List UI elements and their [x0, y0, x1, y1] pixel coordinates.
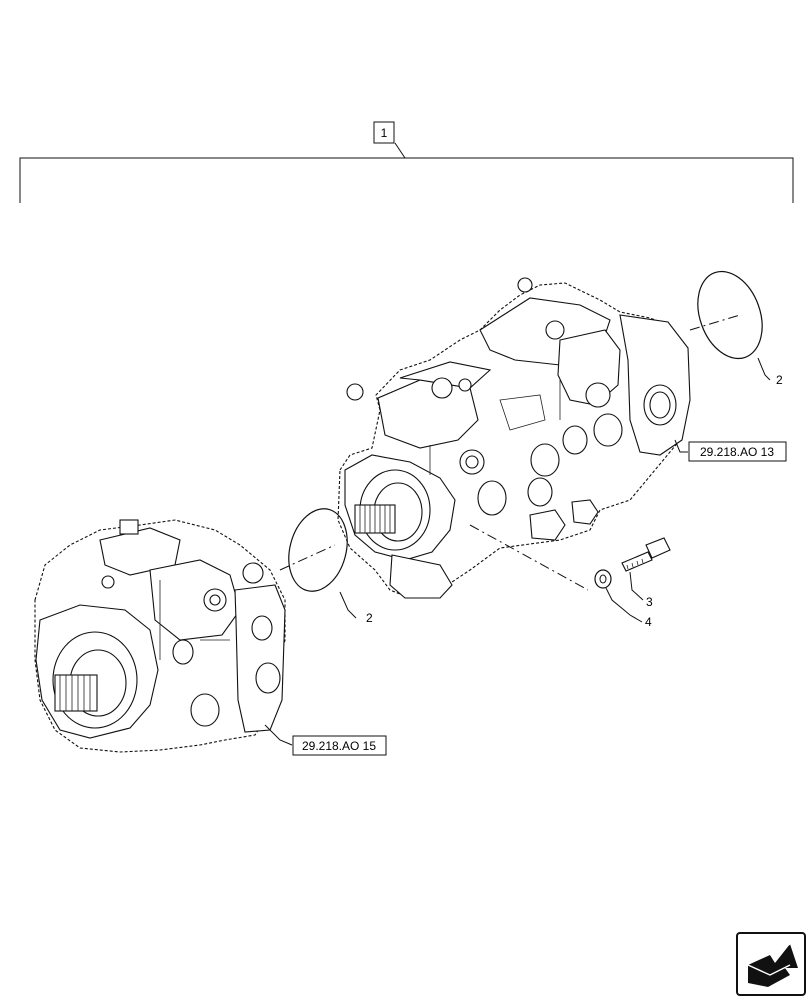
o-ring-right[interactable]: [686, 262, 773, 367]
callout-4-label: 4: [645, 615, 652, 629]
callout-2-right-label: 2: [776, 373, 783, 387]
assembly-bracket: 1: [19, 121, 794, 203]
lower-pump[interactable]: [34, 519, 286, 753]
upper-pump[interactable]: [337, 277, 691, 599]
bolt[interactable]: [621, 537, 671, 572]
o-ring-left[interactable]: [280, 502, 356, 598]
washer[interactable]: [594, 569, 612, 589]
callout-box-1[interactable]: [373, 121, 395, 144]
next-page-arrow-icon[interactable]: [736, 932, 806, 996]
callout-2-left-label: 2: [366, 611, 373, 625]
ref-box-upper-pump[interactable]: [688, 441, 787, 462]
callout-1-label: 1: [381, 126, 388, 140]
ref-upper-pump-label: 29.218.AO 13: [700, 445, 774, 459]
ref-lower-pump-label: 29.218.AO 15: [302, 739, 376, 753]
ref-box-lower-pump[interactable]: [292, 735, 387, 756]
callout-3-label: 3: [646, 595, 653, 609]
